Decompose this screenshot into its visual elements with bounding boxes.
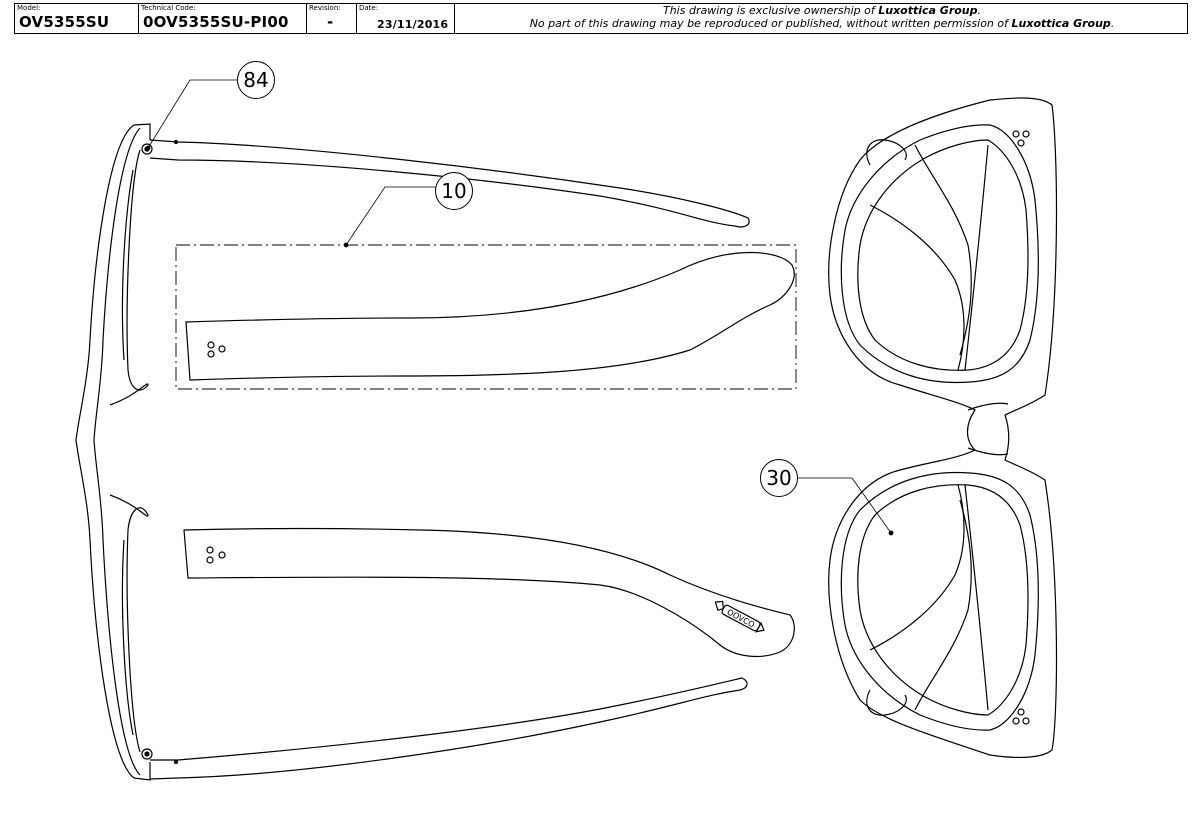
- core-pin-1: [207, 341, 215, 349]
- model-label: Model:: [17, 4, 41, 12]
- lower-lens-facet-1: [914, 499, 972, 711]
- upper-temple-outline: [149, 139, 750, 228]
- logo-right-cap: [755, 621, 765, 633]
- leader-84-dot: [145, 145, 151, 151]
- date-cell: Date: 23/11/2016: [357, 4, 455, 33]
- logo-left-cap: [714, 600, 724, 612]
- upper-rim-profile: [109, 149, 149, 406]
- technical-code-value: 0OV5355SU-PI00: [143, 13, 289, 31]
- frame-top-view: [75, 123, 151, 781]
- leader-30: [798, 477, 892, 534]
- revision-cell: Revision: -: [307, 4, 357, 33]
- temple-inner-view: [175, 244, 797, 390]
- upper-lens-groove: [121, 169, 134, 361]
- notice-line-1-text: This drawing is exclusive ownership of: [662, 4, 879, 17]
- lower-stud-1: [1017, 708, 1025, 716]
- model-value: OV5355SU: [19, 13, 110, 31]
- leader-84: [147, 79, 241, 149]
- lower-lens-groove: [121, 539, 134, 736]
- bridge-bottom: [967, 447, 1009, 456]
- notice-line-1: This drawing is exclusive ownership of L…: [455, 4, 1189, 17]
- frame-front-view: [828, 97, 1058, 759]
- core-pin-2: [218, 345, 226, 353]
- temple-inner-outline: [185, 251, 795, 381]
- frame-front-inner-edge: [93, 127, 141, 776]
- upper-lens-inner: [857, 139, 1029, 371]
- notice-line-1-end: .: [977, 4, 982, 17]
- temple-outer-outline: [183, 527, 795, 658]
- lower-temple-outline: [149, 677, 748, 780]
- temple-logo: OOVCO: [714, 600, 765, 633]
- notice-line-2-company: Luxottica Group: [1011, 17, 1111, 30]
- revision-label: Revision:: [309, 4, 341, 12]
- technical-code-label: Technical Code:: [141, 4, 196, 12]
- outer-core-pin-2: [218, 551, 226, 559]
- upper-stud-1: [1012, 130, 1020, 138]
- upper-lens-rim: [840, 124, 1039, 384]
- lower-rim-profile: [109, 494, 149, 753]
- lower-temple-dot: [173, 759, 179, 765]
- title-block: Model: OV5355SU Technical Code: 0OV5355S…: [14, 3, 1188, 34]
- revision-value: -: [327, 13, 334, 31]
- callout-leaders: [145, 79, 894, 536]
- lower-lens-rim: [840, 471, 1039, 731]
- upper-stud-3: [1017, 139, 1025, 147]
- upper-hinge-screw: [141, 143, 153, 155]
- lower-lens-facet-2: [869, 484, 965, 651]
- lower-hinge-lug: [866, 689, 907, 716]
- lower-temple-top-view: [141, 677, 748, 780]
- upper-lens-facet-3: [964, 144, 989, 371]
- notice-line-2: No part of this drawing may be reproduce…: [455, 17, 1189, 30]
- upper-lens-facet-1: [914, 144, 972, 356]
- technical-code-cell: Technical Code: 0OV5355SU-PI00: [139, 4, 307, 33]
- frame-top-edge: [133, 123, 151, 140]
- notice-line-1-company: Luxottica Group: [878, 4, 978, 17]
- core-pin-3: [207, 350, 215, 358]
- outer-core-pin-3: [206, 556, 214, 564]
- detail-frame: [175, 244, 797, 390]
- leader-10-dot: [343, 242, 349, 248]
- leader-10: [345, 186, 436, 246]
- frame-bottom-edge: [133, 762, 151, 781]
- notice-line-2-end: .: [1110, 17, 1115, 30]
- callout-30: 30: [760, 459, 798, 497]
- callout-84: 84: [237, 61, 275, 99]
- callout-10: 10: [435, 172, 473, 210]
- lower-hinge-screw: [141, 748, 153, 760]
- frame-outer-outline: [828, 97, 1058, 759]
- date-label: Date:: [359, 4, 379, 12]
- notice-line-2-text: No part of this drawing may be reproduce…: [529, 17, 1012, 30]
- ownership-notice: This drawing is exclusive ownership of L…: [455, 4, 1189, 33]
- leader-30-dot: [888, 530, 894, 536]
- lower-hinge-screw-center: [144, 751, 150, 757]
- upper-lens-facet-2: [869, 204, 965, 371]
- date-value: 23/11/2016: [377, 18, 449, 31]
- lower-stud-2: [1012, 717, 1020, 725]
- upper-temple-dot: [173, 139, 179, 145]
- lower-lens-facet-3: [964, 484, 989, 711]
- model-cell: Model: OV5355SU: [15, 4, 139, 33]
- upper-hinge-lug: [866, 139, 907, 166]
- lower-stud-3: [1022, 717, 1030, 725]
- upper-stud-2: [1022, 130, 1030, 138]
- temple-outer-view: OOVCO: [183, 527, 795, 658]
- bridge-top: [967, 402, 1009, 411]
- outer-core-pin-1: [206, 546, 214, 554]
- lower-lens-inner: [857, 484, 1029, 716]
- frame-front-outer-edge: [75, 124, 135, 779]
